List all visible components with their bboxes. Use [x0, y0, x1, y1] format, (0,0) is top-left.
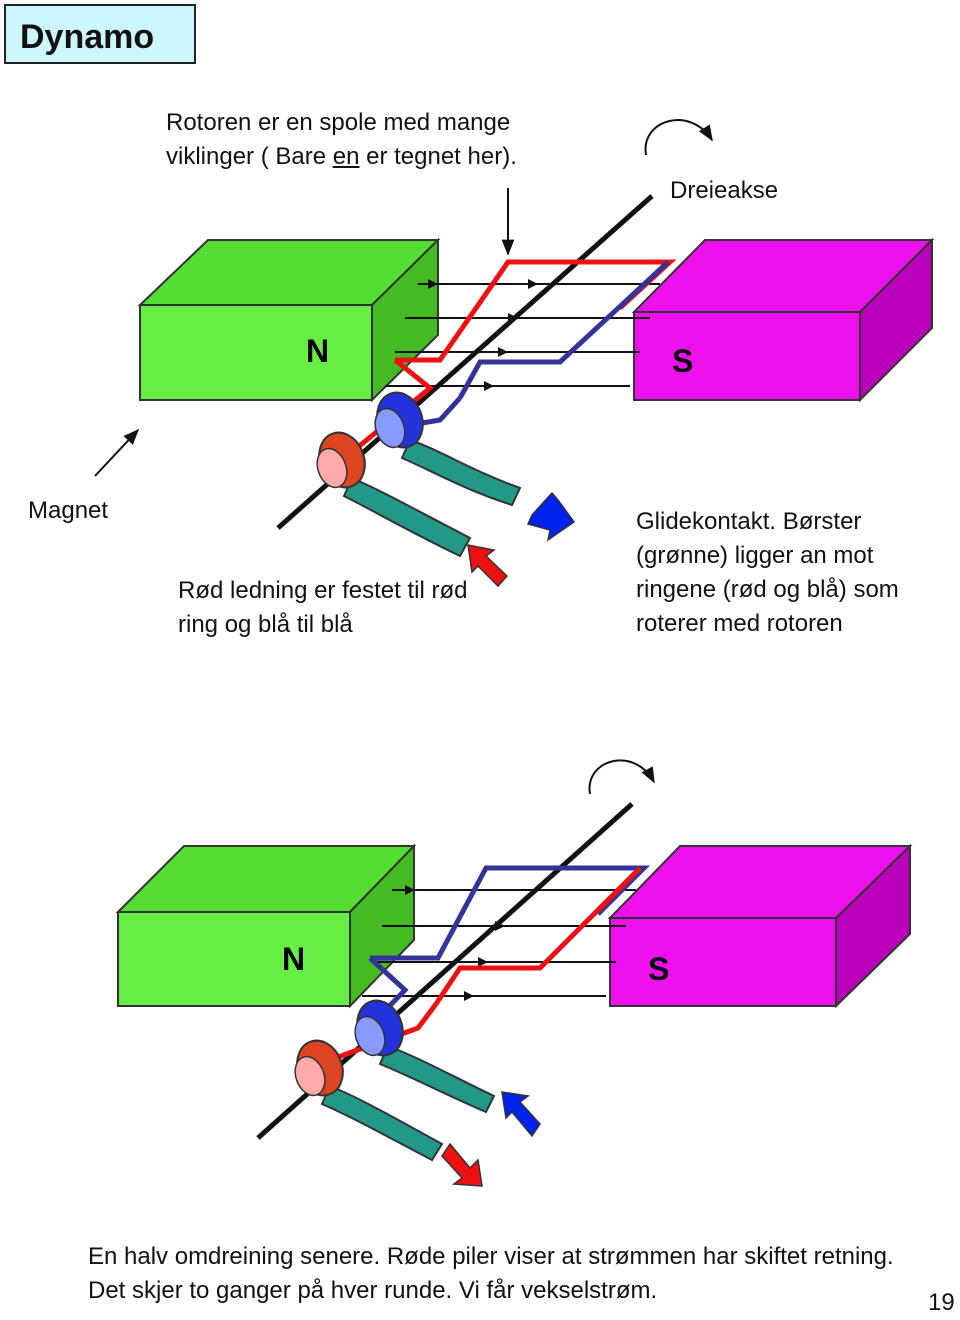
- title-box: Dynamo: [4, 4, 196, 64]
- brush-blue-ring: [378, 1044, 496, 1114]
- red-current-arrow-icon: [467, 544, 509, 588]
- brush-red-ring: [342, 476, 472, 558]
- contact-note: Glidekontakt. Børster (grønne) ligger an…: [636, 505, 899, 641]
- red-slip-ring: [316, 431, 366, 489]
- contact-note-line1: Glidekontakt. Børster: [636, 508, 862, 535]
- caption: En halv omdreining senere. Røde piler vi…: [88, 1240, 894, 1308]
- south-magnet: [631, 237, 935, 403]
- north-magnet: [115, 843, 417, 1009]
- brush-blue-ring: [400, 438, 522, 507]
- wire-note-line2: ring og blå til blå: [178, 611, 353, 638]
- caption-line2: Det skjer to ganger på hver runde. Vi få…: [88, 1277, 658, 1304]
- rotation-arrow-icon: [644, 119, 713, 156]
- rotor-note-line2-after: er tegnet her).: [359, 143, 517, 170]
- rotor-note-line1: Rotoren er en spole med mange: [166, 109, 511, 136]
- blue-current-arrow-icon: [526, 491, 576, 542]
- rotor-note: Rotoren er en spole med mange viklinger …: [166, 106, 517, 174]
- red-current-arrow-icon: [441, 1142, 483, 1187]
- blue-coil-wire: [457, 260, 670, 400]
- rotor-note-underlined: en: [332, 143, 360, 170]
- south-pole-label: S: [648, 951, 669, 987]
- rotor-note-line2-before: viklinger ( Bare: [166, 143, 333, 170]
- red-lead: [329, 1002, 438, 1063]
- blue-coil-wire: [370, 865, 651, 961]
- page-title: Dynamo: [20, 18, 155, 56]
- contact-note-line2: (grønne) ligger an mot: [636, 542, 874, 569]
- caption-line1: En halv omdreining senere. Røde piler vi…: [88, 1243, 894, 1270]
- wire-note: Rød ledning er festet til rød ring og bl…: [178, 574, 467, 642]
- axis-label: Dreieakse: [670, 177, 779, 204]
- rotor-note-line2: viklinger ( Bare en er tegnet her).: [166, 140, 517, 174]
- north-magnet: [137, 237, 441, 403]
- top-diagram: [94, 119, 935, 588]
- rotation-arrow-icon: [588, 759, 655, 795]
- red-slip-ring: [294, 1039, 344, 1097]
- brush-red-ring: [320, 1084, 444, 1162]
- bottom-diagram: [115, 759, 913, 1187]
- blue-slip-ring: [374, 391, 424, 449]
- magnet-label: Magnet: [28, 497, 109, 524]
- red-coil-wire: [433, 866, 642, 1006]
- magnet-pointer-arrow: [94, 428, 140, 477]
- south-pole-label: S: [672, 343, 693, 379]
- contact-note-line3: ringene (rød og blå) som: [636, 576, 899, 603]
- blue-slip-ring: [354, 999, 404, 1057]
- north-pole-label: N: [282, 941, 305, 977]
- north-pole-label: N: [306, 333, 329, 369]
- wire-note-line1: Rød ledning er festet til rød: [178, 577, 468, 604]
- contact-note-line4: roterer med rotoren: [636, 610, 843, 637]
- blue-current-arrow-icon: [501, 1091, 541, 1138]
- page-number: 19: [928, 1289, 955, 1316]
